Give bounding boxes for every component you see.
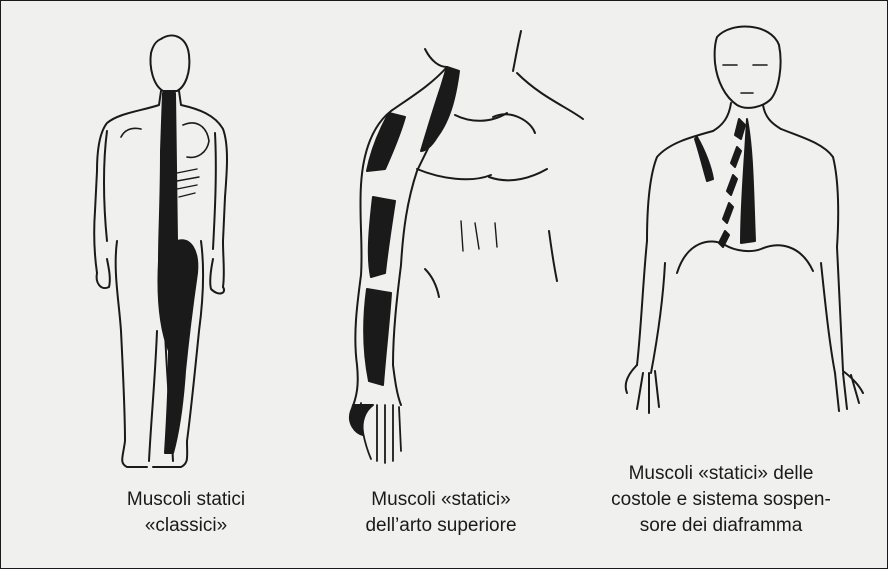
caption-torso-figure: Muscoli «statici» delle costole e sistem… bbox=[571, 461, 871, 539]
back-figure-drawing bbox=[94, 36, 227, 467]
caption-line: Muscoli «statici» bbox=[321, 487, 561, 513]
caption-line: Muscoli «statici» delle bbox=[571, 461, 871, 487]
caption-arm-figure: Muscoli «statici» dell’arto superiore bbox=[321, 487, 561, 539]
caption-line: sore dei diaframma bbox=[571, 513, 871, 539]
caption-line: costole e sistema sospen- bbox=[571, 487, 871, 513]
caption-line: «classici» bbox=[71, 513, 301, 539]
arm-figure-drawing bbox=[350, 31, 583, 463]
caption-back-figure: Muscoli statici «classici» bbox=[71, 487, 301, 539]
caption-line: dell’arto superiore bbox=[321, 513, 561, 539]
torso-figure-drawing bbox=[626, 27, 863, 413]
caption-line: Muscoli statici bbox=[71, 487, 301, 513]
